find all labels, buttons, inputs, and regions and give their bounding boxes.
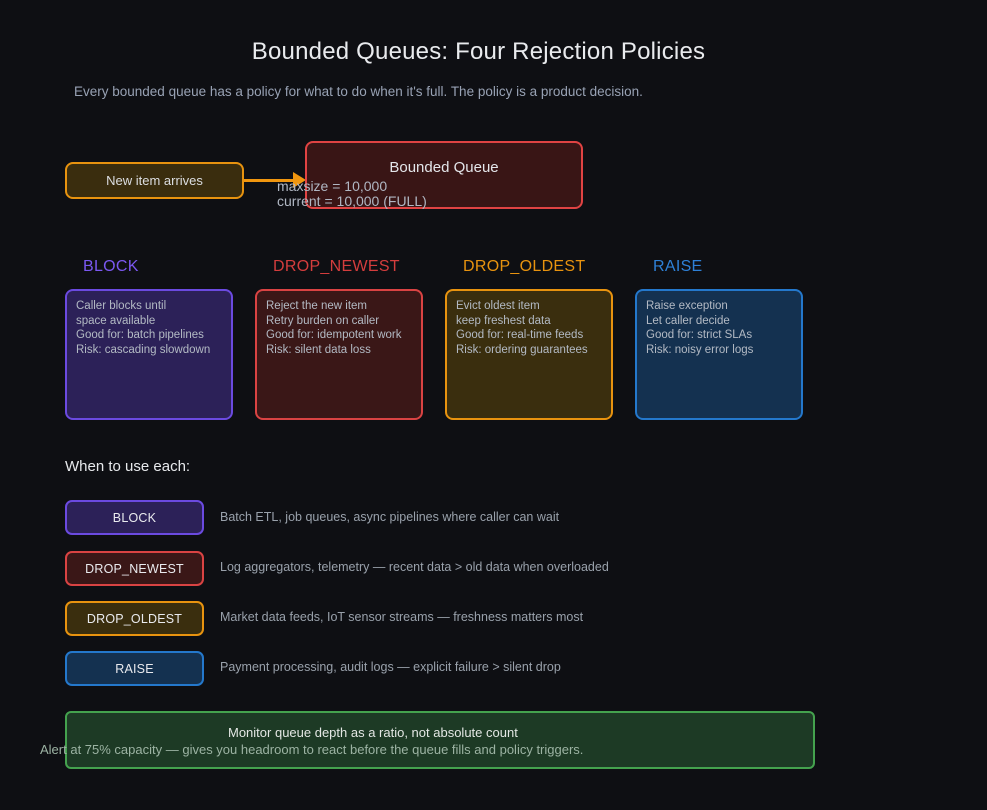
policy-line: Let caller decide: [646, 314, 730, 327]
policy-header-drop-newest: DROP_NEWEST: [273, 258, 400, 275]
usage-badge-block: BLOCK: [65, 500, 204, 535]
usage-badge-label: RAISE: [115, 661, 154, 676]
policy-card-raise: Raise exception Let caller decide Good f…: [635, 289, 803, 420]
queue-current-label: current = 10,000 (FULL): [277, 193, 427, 209]
usage-badge-drop-newest: DROP_NEWEST: [65, 551, 204, 586]
footer-note-detail: Alert at 75% capacity — gives you headro…: [40, 742, 584, 757]
usage-badge-label: DROP_OLDEST: [86, 611, 183, 626]
flow-arrow-line: [244, 179, 296, 182]
usage-badge-drop-oldest: DROP_OLDEST: [65, 601, 204, 636]
policy-line: Retry burden on caller: [266, 314, 380, 327]
policy-line: Good for: real-time feeds: [456, 329, 584, 341]
policy-header-drop-oldest: DROP_OLDEST: [463, 258, 586, 275]
policy-line: Good for: batch pipelines: [76, 329, 204, 341]
policy-line: Reject the new item: [266, 300, 367, 312]
policy-line: Caller blocks until: [76, 300, 167, 312]
new-item-label: New item arrives: [106, 173, 203, 188]
policy-line: Evict oldest item: [456, 300, 540, 312]
policy-header-block: BLOCK: [83, 258, 139, 275]
policy-card-drop-newest: Reject the new item Retry burden on call…: [255, 289, 423, 420]
policy-card-block: Caller blocks until space available Good…: [65, 289, 233, 420]
bounded-queue-title: Bounded Queue: [389, 159, 499, 176]
policy-line: Raise exception: [646, 300, 728, 312]
usage-heading: When to use each:: [65, 458, 191, 475]
usage-badge-label: BLOCK: [112, 510, 157, 525]
usage-badge-label: DROP_NEWEST: [85, 561, 184, 576]
usage-description-block: Batch ETL, job queues, async pipelines w…: [220, 510, 560, 524]
usage-description-raise: Payment processing, audit logs — explici…: [220, 660, 561, 674]
page-title: Bounded Queues: Four Rejection Policies: [251, 38, 706, 65]
policy-header-raise: RAISE: [653, 258, 703, 275]
policy-line: keep freshest data: [456, 314, 551, 327]
bounded-queue-box: [305, 141, 583, 209]
page-subtitle: Every bounded queue has a policy for wha…: [74, 84, 643, 99]
new-item-box: New item arrives: [65, 162, 244, 199]
footer-note-title: Monitor queue depth as a ratio, not abso…: [228, 725, 518, 740]
flow-arrow-head-icon: [293, 172, 306, 188]
footer-note-box: [65, 711, 815, 769]
policy-line: Risk: silent data loss: [266, 343, 371, 356]
policy-line: Risk: cascading slowdown: [76, 343, 211, 356]
queue-maxsize-label: maxsize = 10,000: [277, 178, 388, 194]
policy-line: Risk: ordering guarantees: [456, 343, 588, 356]
policy-line: space available: [76, 314, 156, 327]
policy-line: Risk: noisy error logs: [646, 343, 754, 356]
usage-badge-raise: RAISE: [65, 651, 204, 686]
policy-line: Good for: strict SLAs: [646, 329, 753, 341]
policy-line: Good for: idempotent work: [266, 329, 402, 341]
usage-description-drop-newest: Log aggregators, telemetry — recent data…: [220, 560, 609, 574]
usage-description-drop-oldest: Market data feeds, IoT sensor streams — …: [220, 610, 584, 624]
policy-card-drop-oldest: Evict oldest item keep freshest data Goo…: [445, 289, 613, 420]
